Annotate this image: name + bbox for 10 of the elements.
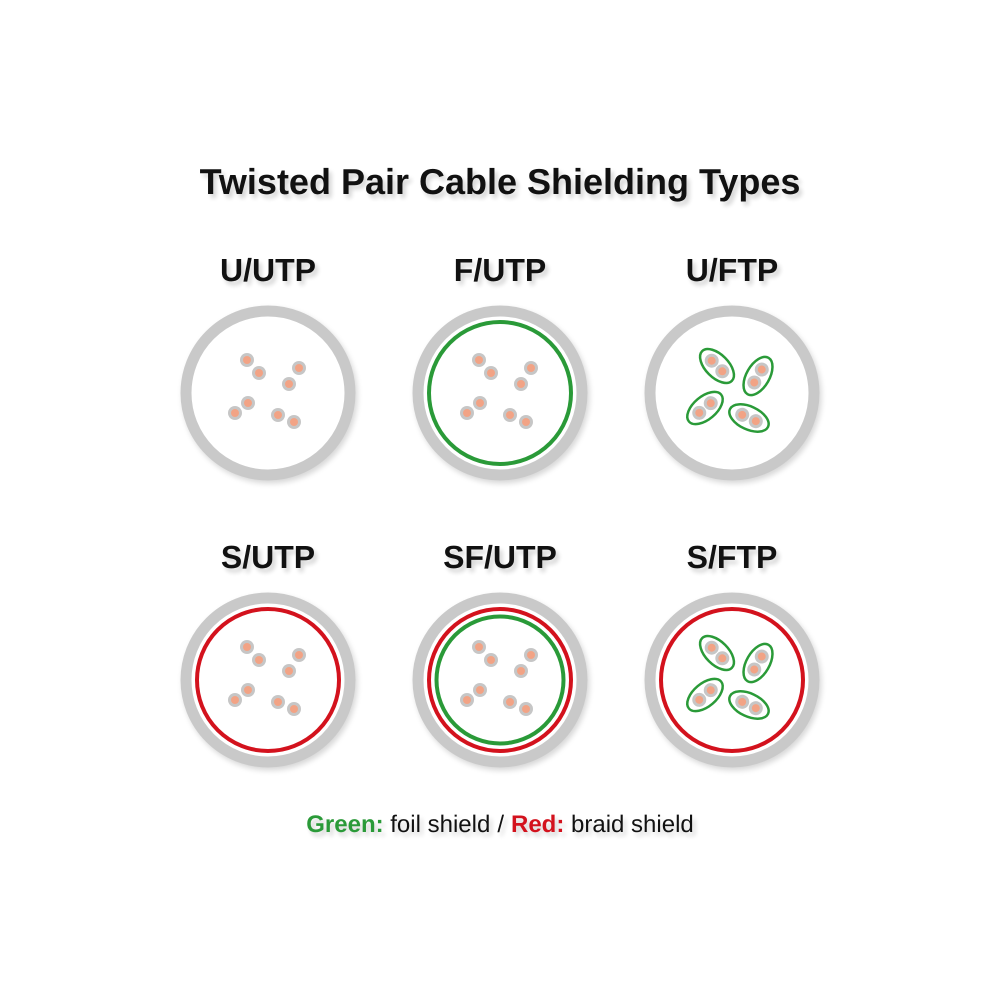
legend-entry: Red: braid shield bbox=[511, 810, 694, 840]
cable-type-label: S/FTP bbox=[686, 538, 778, 577]
cable-type-label: F/UTP bbox=[454, 251, 546, 290]
cable-type-label: U/FTP bbox=[686, 251, 778, 290]
legend-entry: Green: foil shield bbox=[306, 810, 490, 840]
cable-type-label: SF/UTP bbox=[443, 538, 557, 577]
diagram-title: Twisted Pair Cable Shielding Types bbox=[200, 160, 800, 204]
cable-type-label: U/UTP bbox=[220, 251, 316, 290]
cable-type-label: S/UTP bbox=[220, 538, 316, 577]
separator-slash: / bbox=[497, 810, 504, 840]
